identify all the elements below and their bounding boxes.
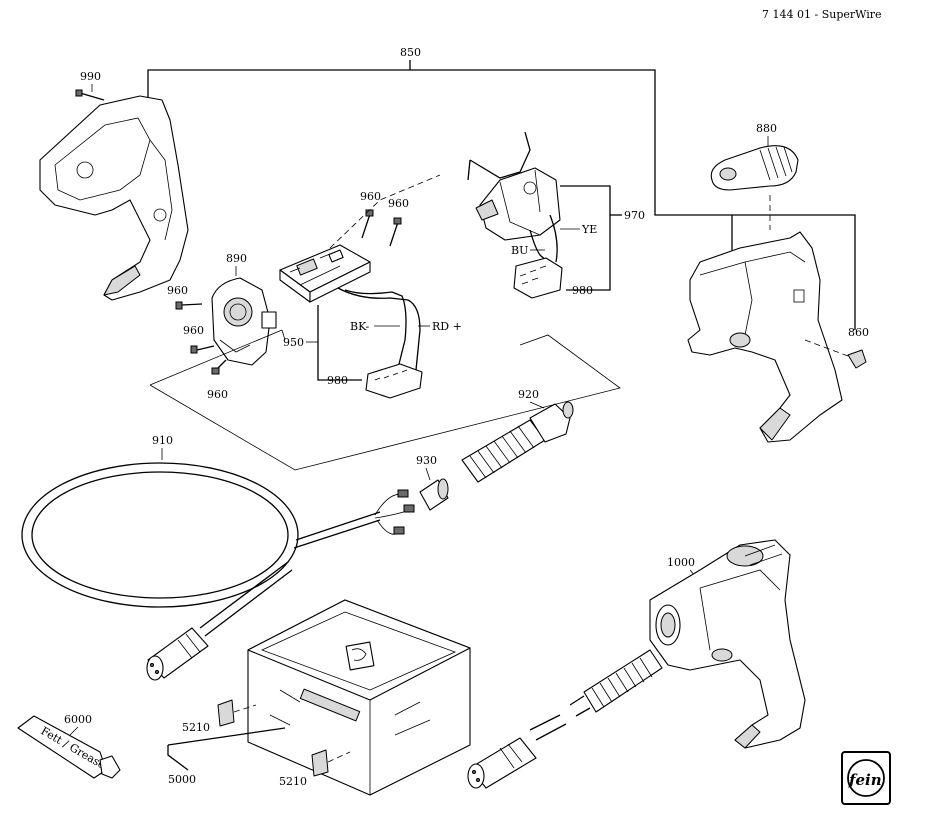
label-960-d: 960 [183,324,204,337]
label-5000: 5000 [168,773,196,786]
fein-logo: fein [841,751,891,805]
label-960-a: 960 [360,190,381,203]
fein-logo-text: fein [848,771,882,789]
complete-tool-1000: 1000 [467,539,806,789]
switch-unit-970: 970 YE BU 980 [467,131,645,299]
label-950: 950 [283,336,304,349]
label-5210-b: 5210 [279,775,307,788]
label-960-c: 960 [167,284,188,297]
screws-960-upper: 960 960 [360,190,409,247]
housing-half-right [687,231,843,443]
screws-960-lower: 960 960 960 [167,284,228,401]
screw-990 [75,89,105,101]
cable-910: 910 [21,434,415,681]
label-850: 850 [400,46,421,59]
label-920: 920 [518,388,539,401]
label-rd: RD + [432,320,462,333]
label-930: 930 [416,454,437,467]
strain-relief-920: 920 [461,388,574,483]
latches-5210: 5210 5210 [182,699,351,788]
switch-cap-880: 880 [710,122,799,230]
label-960-e: 960 [207,388,228,401]
label-bu: BU [511,244,528,257]
carry-case-5000: 5000 [167,599,471,796]
document-title: 7 144 01 - SuperWire [762,8,882,21]
ferrite-930: 930 [416,454,449,511]
label-980-b: 980 [327,374,348,387]
label-bk: BK- [350,320,370,333]
label-1000: 1000 [667,556,695,569]
label-ye: YE [581,223,597,236]
clip-860: 860 [804,326,869,369]
label-910: 910 [152,434,173,447]
label-5210-a: 5210 [182,721,210,734]
reference-plane-outline [149,329,621,471]
label-890: 890 [226,252,247,265]
label-860: 860 [848,326,869,339]
label-6000: 6000 [64,713,92,726]
grease-tube-6000: 6000 Fett / Grease [17,713,121,779]
housing-half-left: 990 [39,70,189,301]
label-980-a: 980 [572,284,593,297]
electronics-board-950: BK- RD + 950 980 [279,174,462,399]
label-990: 990 [80,70,101,83]
label-970: 970 [624,209,645,222]
assembly-bracket-850: 850 [147,46,856,330]
label-960-b: 960 [388,197,409,210]
label-880: 880 [756,122,777,135]
sensor-ring-890: 890 [211,252,277,366]
